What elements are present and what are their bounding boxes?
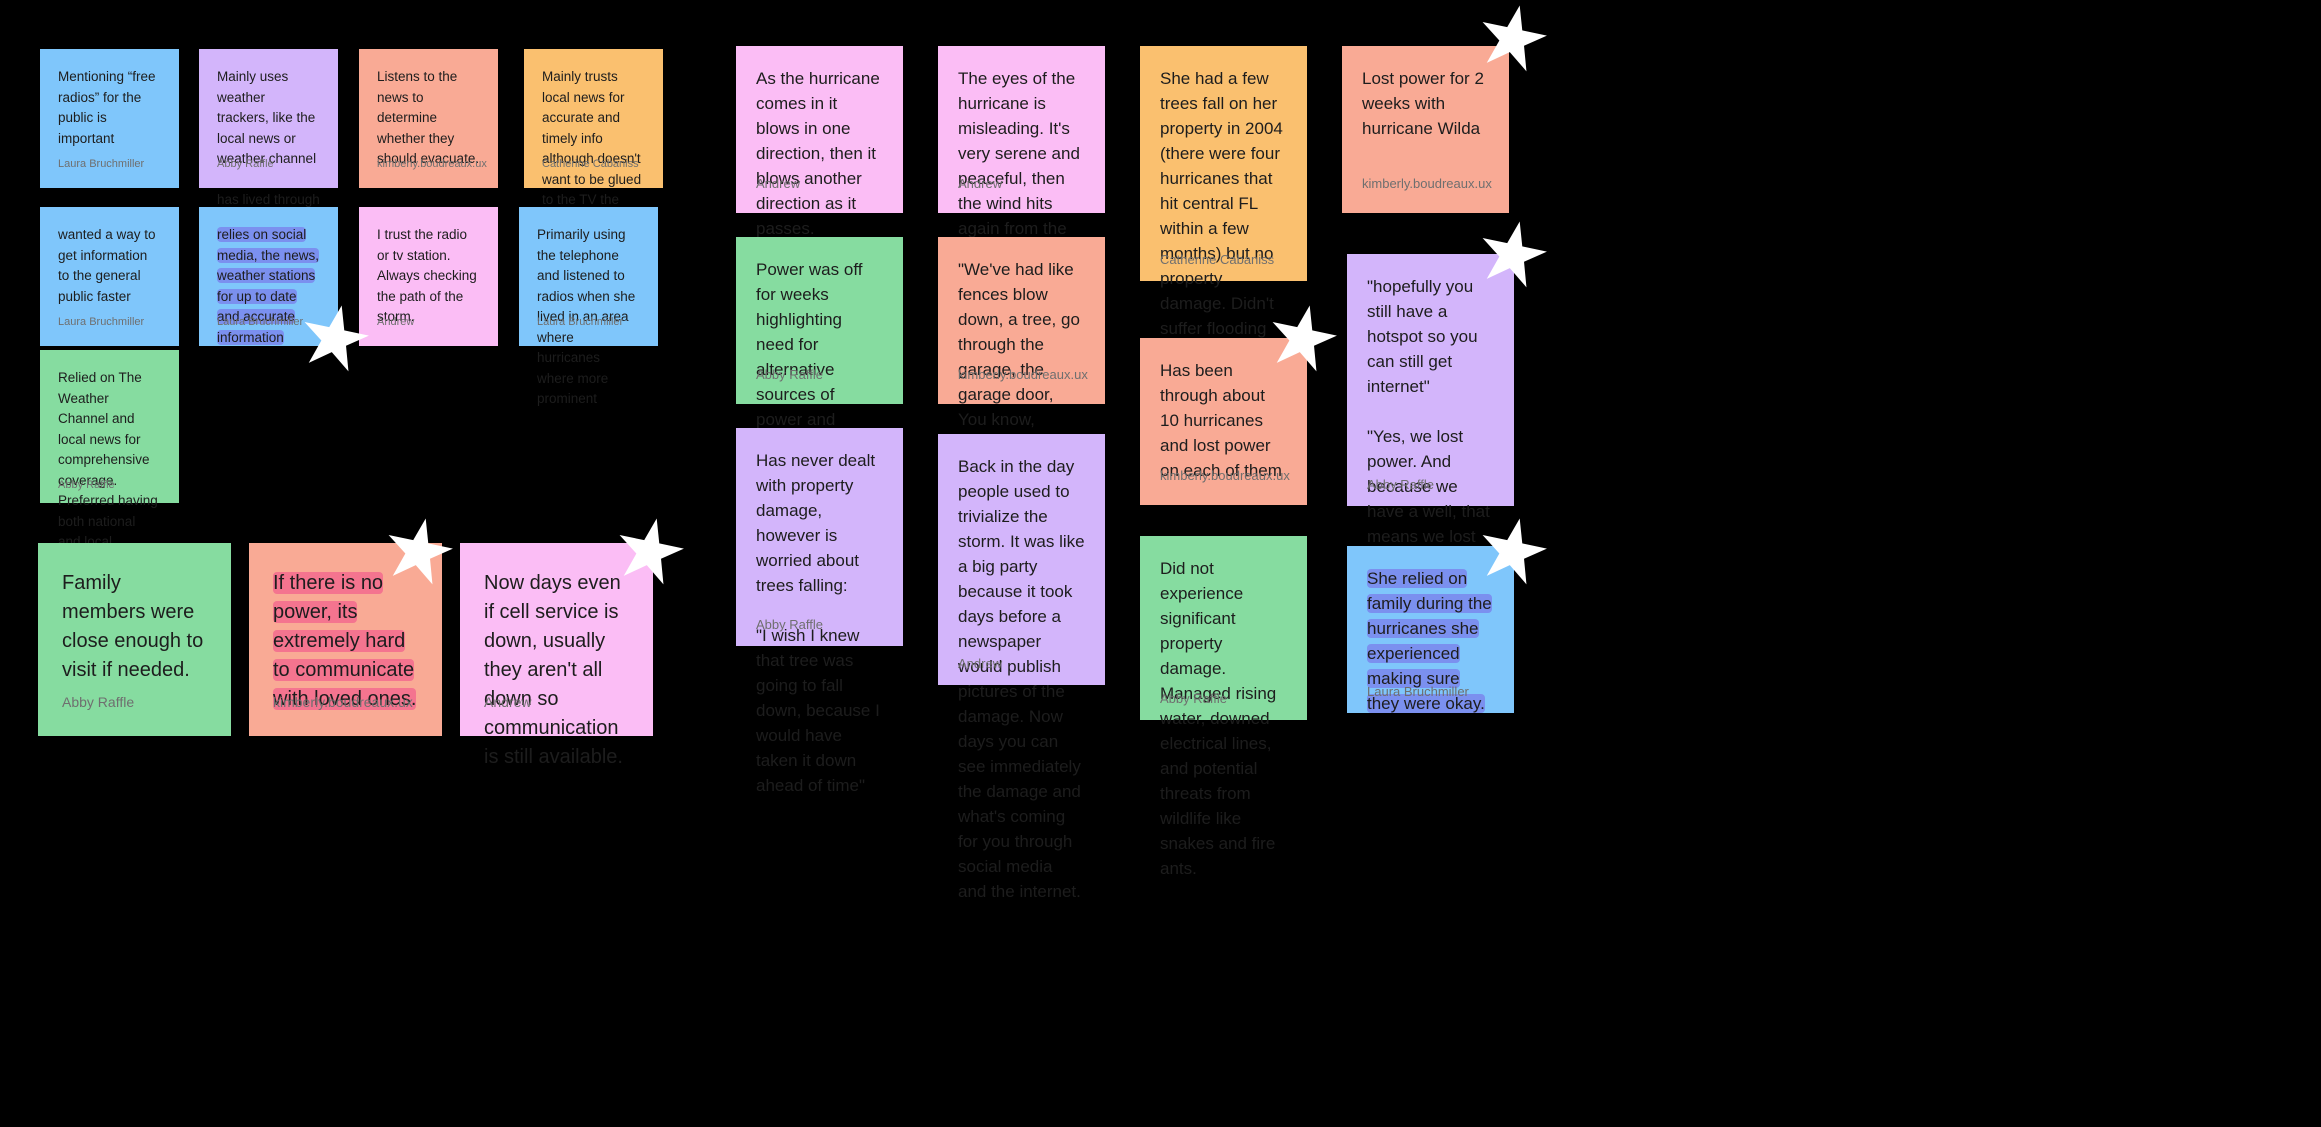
- sticky-note[interactable]: Mainly trusts local news for accurate an…: [524, 49, 663, 228]
- note-author: Laura Bruchmiller: [58, 158, 145, 170]
- note-author: kimberly.boudreaux.ux: [1362, 176, 1492, 191]
- note-author: Andrew: [958, 176, 1003, 191]
- note-text: Has been through about 10 hurricanes and…: [1160, 361, 1282, 480]
- sticky-note[interactable]: The eyes of the hurricane is misleading.…: [938, 46, 1105, 263]
- sticky-note[interactable]: She relied on family during the hurrican…: [1347, 546, 1514, 713]
- sticky-note[interactable]: Lost power for 2 weeks with hurricane Wi…: [1342, 46, 1509, 213]
- note-author: Laura Bruchmiller: [1367, 684, 1469, 699]
- sticky-note[interactable]: Power was off for weeks highlighting nee…: [736, 237, 903, 454]
- note-author: kimberly.boudreaux.ux: [958, 367, 1088, 382]
- note-author: Abby Raffle: [756, 617, 823, 632]
- note-text: Primarily using the telephone and listen…: [537, 227, 636, 406]
- sticky-note[interactable]: "hopefully you still have a hotspot so y…: [1347, 254, 1514, 671]
- sticky-note[interactable]: Family members were close enough to visi…: [38, 543, 231, 736]
- star-icon: [1272, 305, 1337, 372]
- note-text: Listens to the news to determine whether…: [377, 69, 480, 166]
- sticky-note[interactable]: wanted a way to get information to the g…: [40, 207, 179, 346]
- note-author: Andrew: [756, 176, 801, 191]
- note-text: She relied on family during the hurrican…: [1367, 566, 1494, 716]
- sticky-note[interactable]: relies on social media, the news, weathe…: [199, 207, 338, 346]
- sticky-note[interactable]: Mentioning “free radios” for the public …: [40, 49, 179, 188]
- sticky-note[interactable]: Back in the day people used to trivializ…: [938, 434, 1105, 901]
- note-author: kimberly.boudreaux.ux: [1160, 468, 1290, 483]
- note-text: Family members were close enough to visi…: [62, 572, 204, 681]
- star-icon: [388, 518, 453, 585]
- highlight: If there is no power, its extremely hard…: [273, 572, 417, 710]
- note-text: relies on social media, the news, weathe…: [217, 225, 320, 348]
- star-icon: [1482, 518, 1547, 585]
- note-text: I trust the radio or tv station. Always …: [377, 227, 477, 324]
- note-text: Has never dealt with property damage, ho…: [756, 451, 880, 795]
- note-author: Abby Raffle: [62, 694, 135, 710]
- note-author: Laura Bruchmiller: [537, 316, 624, 328]
- star-icon: [1482, 5, 1547, 72]
- sticky-note[interactable]: As the hurricane comes in it blows in on…: [736, 46, 903, 238]
- note-text: Mentioning “free radios” for the public …: [58, 69, 156, 146]
- sticky-note[interactable]: Did not experience significant property …: [1140, 536, 1307, 878]
- sticky-note[interactable]: Relied on The Weather Channel and local …: [40, 350, 179, 611]
- note-text: wanted a way to get information to the g…: [58, 227, 156, 304]
- sticky-note[interactable]: She had a few trees fall on her property…: [1140, 46, 1307, 488]
- sticky-note[interactable]: "We've had like fences blow down, a tree…: [938, 237, 1105, 504]
- sticky-note[interactable]: Primarily using the telephone and listen…: [519, 207, 658, 406]
- note-author: Andrew: [484, 694, 532, 710]
- note-author: Andrew: [958, 656, 1003, 671]
- note-author: Andrew: [377, 316, 415, 328]
- sticky-note[interactable]: If there is no power, its extremely hard…: [249, 543, 442, 736]
- note-text: Did not experience significant property …: [1160, 559, 1277, 878]
- note-author: Abby Raffle: [1160, 691, 1227, 706]
- sticky-note[interactable]: Mainly uses weather trackers, like the l…: [199, 49, 338, 228]
- sticky-note[interactable]: Listens to the news to determine whether…: [359, 49, 498, 188]
- note-author: kimberly.boudreaux.ux: [273, 694, 413, 710]
- note-author: Laura Bruchmiller: [58, 316, 145, 328]
- note-text: Now days even if cell service is down, u…: [484, 572, 623, 768]
- note-text: Back in the day people used to trivializ…: [958, 457, 1085, 901]
- note-author: Abby Raffle: [217, 158, 274, 170]
- note-text: Power was off for weeks highlighting nee…: [756, 260, 863, 454]
- note-text: Mainly trusts local news for accurate an…: [542, 69, 642, 228]
- star-icon: [619, 518, 684, 585]
- sticky-note[interactable]: I trust the radio or tv station. Always …: [359, 207, 498, 346]
- note-text: If there is no power, its extremely hard…: [273, 569, 418, 714]
- note-author: Abby Raffle: [1367, 477, 1434, 492]
- sticky-note[interactable]: Now days even if cell service is down, u…: [460, 543, 653, 768]
- note-author: Catherine Cabaniss: [542, 158, 639, 170]
- note-text: The eyes of the hurricane is misleading.…: [958, 69, 1080, 263]
- note-author: Laura Bruchmiller: [217, 316, 304, 328]
- sticky-note[interactable]: Has been through about 10 hurricanes and…: [1140, 338, 1307, 505]
- sticky-note[interactable]: Has never dealt with property damage, ho…: [736, 428, 903, 795]
- note-text: Lost power for 2 weeks with hurricane Wi…: [1362, 69, 1484, 138]
- note-author: Catherine Cabaniss: [1160, 252, 1275, 267]
- star-icon: [304, 305, 369, 372]
- note-author: Abby Raffle: [58, 479, 115, 491]
- note-text: As the hurricane comes in it blows in on…: [756, 69, 880, 238]
- note-author: kimberly.boudreaux.ux: [377, 158, 487, 170]
- star-icon: [1482, 221, 1547, 288]
- note-author: Abby Raffle: [756, 367, 823, 382]
